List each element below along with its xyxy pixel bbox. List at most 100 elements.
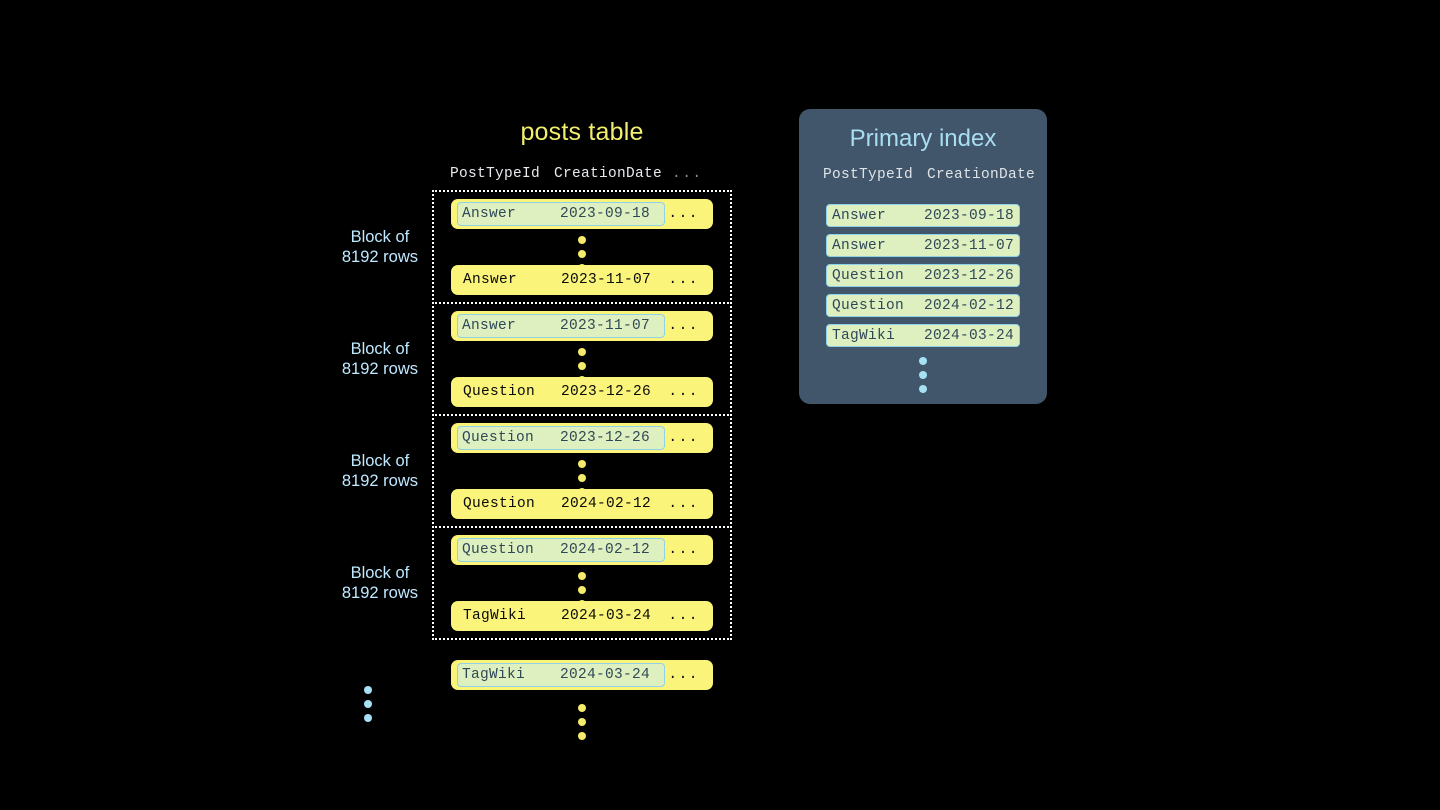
cell-creation-date: 2023-12-26 [561, 384, 652, 400]
row-cells: Question 2024-02-12 [457, 492, 665, 516]
row-cells: TagWiki 2024-03-24 [457, 604, 665, 628]
table-row: TagWiki 2024-03-24 ... [451, 601, 713, 631]
block-label-line-1: Block of [350, 564, 410, 582]
block-label-line-1: Block of [350, 452, 410, 470]
cell-more-ellipsis: ... [668, 496, 699, 512]
cell-post-type-id: Answer [462, 318, 517, 334]
dot [919, 371, 927, 379]
dot [578, 250, 586, 258]
cell-creation-date: 2023-11-07 [561, 272, 652, 288]
index-row: TagWiki 2024-03-24 [826, 324, 1020, 347]
primary-index-title: Primary index [849, 125, 997, 152]
block-label: Block of 8192 rows [342, 339, 418, 379]
cell-post-type-id: Question [463, 496, 536, 512]
dot [578, 572, 586, 580]
index-row: Answer 2023-09-18 [826, 204, 1020, 227]
cell-more-ellipsis: ... [668, 384, 699, 400]
cell-post-type-id: Question [462, 430, 535, 446]
column-header-post-type-id: PostTypeId [823, 167, 914, 183]
row-cells: Answer 2023-11-07 [457, 268, 665, 292]
dot [364, 686, 372, 694]
cell-creation-date: 2024-03-24 [923, 327, 1014, 344]
cell-post-type-id: Question [832, 267, 905, 284]
row-granule-mark: Answer 2023-09-18 [457, 202, 665, 226]
block-label-line-2: 8192 rows [341, 472, 418, 490]
dot [578, 704, 586, 712]
block-label-line-2: 8192 rows [341, 584, 418, 602]
block-label: Block of 8192 rows [342, 563, 418, 603]
vertical-ellipsis-dots [578, 704, 586, 740]
cell-more-ellipsis: ... [668, 542, 699, 558]
cell-more-ellipsis: ... [668, 318, 699, 334]
posts-table-blocks: Block of 8192 rows Answer 2023-09-18 ... [342, 190, 732, 640]
cell-creation-date: 2024-02-12 [923, 297, 1014, 314]
cell-more-ellipsis: ... [668, 430, 699, 446]
posts-table-column-headers: PostTypeId CreationDate ... [450, 166, 712, 182]
column-header-creation-date: CreationDate [927, 167, 1036, 183]
block-label-line-1: Block of [350, 340, 410, 358]
cell-creation-date: 2023-09-18 [923, 207, 1014, 224]
table-row: Question 2024-02-12 ... [451, 489, 713, 519]
dot [919, 385, 927, 393]
block-label-line-2: 8192 rows [341, 248, 418, 266]
column-header-creation-date: CreationDate [554, 166, 663, 182]
table-row: Answer 2023-11-07 ... [451, 265, 713, 295]
block-of-rows: Block of 8192 rows Question 2023-12-26 .… [342, 414, 732, 528]
table-row: Question 2023-12-26 ... [451, 423, 713, 453]
cell-creation-date: 2024-03-24 [561, 608, 652, 624]
dot [578, 236, 586, 244]
dot [578, 718, 586, 726]
table-row: TagWiki 2024-03-24 ... [451, 660, 713, 690]
vertical-ellipsis-dots [364, 686, 372, 722]
block-label: Block of 8192 rows [342, 227, 418, 267]
blocks-continuation-ellipsis [356, 686, 380, 726]
block-of-rows: Block of 8192 rows Answer 2023-09-18 ... [342, 190, 732, 304]
cell-post-type-id: Question [463, 384, 536, 400]
cell-post-type-id: Answer [463, 272, 518, 288]
table-row: Question 2024-02-12 ... [451, 535, 713, 565]
cell-post-type-id: Question [832, 297, 905, 314]
block-of-rows: Block of 8192 rows Answer 2023-11-07 ... [342, 302, 732, 416]
vertical-ellipsis-dots [919, 357, 927, 393]
block-label: Block of 8192 rows [342, 451, 418, 491]
cell-creation-date: 2023-12-26 [560, 430, 651, 446]
cell-post-type-id: TagWiki [463, 608, 527, 624]
posts-table-trailing-ellipsis [432, 704, 732, 744]
trailing-table-row-wrapper: TagWiki 2024-03-24 ... [432, 660, 732, 690]
block-label-line-1: Block of [350, 228, 410, 246]
row-granule-mark: Question 2024-02-12 [457, 538, 665, 562]
cell-more-ellipsis: ... [668, 608, 699, 624]
dot [578, 460, 586, 468]
cell-post-type-id: Question [462, 542, 535, 558]
column-header-more-ellipsis: ... [672, 166, 703, 182]
row-granule-mark: Question 2023-12-26 [457, 426, 665, 450]
primary-index-rows: Answer 2023-09-18 Answer 2023-11-07 Ques… [826, 204, 1020, 347]
row-granule-mark: TagWiki 2024-03-24 [457, 663, 665, 687]
dot [919, 357, 927, 365]
cell-creation-date: 2023-11-07 [923, 237, 1014, 254]
dot [364, 700, 372, 708]
table-row: Answer 2023-09-18 ... [451, 199, 713, 229]
cell-creation-date: 2024-02-12 [561, 496, 652, 512]
block-of-rows: Block of 8192 rows Question 2024-02-12 .… [342, 526, 732, 640]
table-row: Answer 2023-11-07 ... [451, 311, 713, 341]
cell-more-ellipsis: ... [668, 272, 699, 288]
row-granule-mark: Answer 2023-11-07 [457, 314, 665, 338]
posts-table-title: posts table [520, 118, 644, 146]
cell-post-type-id: TagWiki [832, 327, 896, 344]
dot [578, 474, 586, 482]
cell-post-type-id: Answer [832, 237, 887, 254]
primary-index-panel: Primary index PostTypeId CreationDate An… [799, 109, 1047, 404]
dot [578, 348, 586, 356]
index-row: Answer 2023-11-07 [826, 234, 1020, 257]
index-row: Question 2023-12-26 [826, 264, 1020, 287]
cell-post-type-id: Answer [832, 207, 887, 224]
cell-creation-date: 2024-02-12 [560, 542, 651, 558]
primary-index-column-headers: PostTypeId CreationDate [823, 167, 1035, 183]
index-row: Question 2024-02-12 [826, 294, 1020, 317]
cell-more-ellipsis: ... [668, 667, 699, 683]
cell-creation-date: 2023-09-18 [560, 206, 651, 222]
cell-creation-date: 2023-11-07 [560, 318, 651, 334]
primary-index-trailing-ellipsis [826, 357, 1020, 397]
dot [578, 362, 586, 370]
